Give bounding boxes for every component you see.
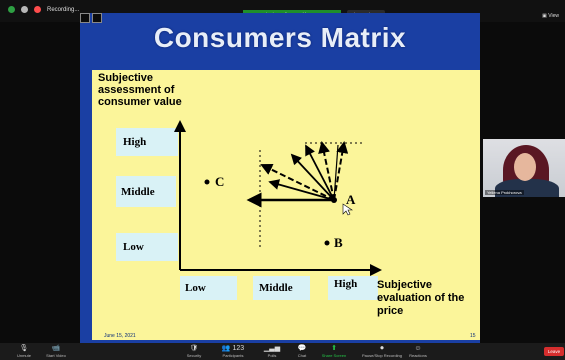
x-level-high: High bbox=[328, 276, 378, 300]
pause-stop-recording-button[interactable]: ⏺ Pause/Stop Recording bbox=[361, 345, 403, 358]
point-c-label: C bbox=[215, 174, 224, 189]
direction-arrows bbox=[246, 141, 349, 208]
share-control-2[interactable] bbox=[92, 13, 102, 23]
mouse-cursor-icon bbox=[342, 203, 353, 216]
microphone-icon: 🎙 bbox=[19, 345, 29, 352]
recording-label: Recording... bbox=[47, 6, 80, 13]
zoom-toolbar: 🎙 Unmute 📹 Start Video 🛡 Security 👥 123 … bbox=[0, 343, 565, 360]
slide-date: June 15, 2021 bbox=[104, 333, 136, 339]
security-icon[interactable] bbox=[8, 6, 15, 13]
polls-button[interactable]: ▁▃▅ Polls bbox=[263, 345, 281, 358]
participants-icon: 👥 123 bbox=[221, 345, 245, 352]
arrow-up-dashed bbox=[318, 141, 335, 201]
participant-body bbox=[495, 179, 559, 197]
reactions-button[interactable]: ☺ Reactions bbox=[409, 345, 427, 358]
arrow-up-thin bbox=[333, 144, 339, 201]
point-c-dot bbox=[204, 179, 210, 185]
shield-icon: 🛡 bbox=[189, 345, 199, 352]
share-screen-button[interactable]: ⬆ Share Screen bbox=[321, 345, 347, 358]
arrow-up-right-dashed bbox=[333, 141, 349, 201]
security-button[interactable]: 🛡 Security bbox=[186, 345, 202, 358]
arrow-up-left bbox=[290, 153, 335, 201]
y-axis-label: Subjective assessment of consumer value bbox=[98, 72, 182, 108]
chat-button[interactable]: 💬 Chat bbox=[297, 345, 307, 358]
participant-video[interactable]: Yeliena Prokhorova bbox=[483, 139, 565, 197]
slide-title: Consumers Matrix bbox=[153, 22, 407, 53]
arrow-left-up-dashed bbox=[260, 163, 335, 201]
participant-face bbox=[514, 153, 536, 181]
top-icons: Recording... bbox=[8, 6, 79, 13]
point-a-label: A bbox=[346, 192, 356, 207]
y-level-middle: Middle bbox=[116, 176, 176, 207]
point-b-label: B bbox=[334, 235, 343, 250]
participant-name: Yeliena Prokhorova bbox=[485, 190, 524, 195]
chat-icon: 💬 bbox=[297, 345, 307, 352]
y-level-high: High bbox=[116, 128, 178, 156]
arrow-left-up-low bbox=[268, 179, 335, 201]
share-screen-icon: ⬆ bbox=[331, 345, 337, 352]
view-button[interactable]: ▣ View bbox=[542, 13, 559, 19]
arrow-up-left-steep bbox=[305, 144, 335, 201]
x-axis-label: Subjective evaluation of the price bbox=[377, 279, 465, 317]
share-controls bbox=[80, 13, 102, 23]
y-level-low: Low bbox=[116, 233, 178, 261]
slide-number: 15 bbox=[470, 333, 476, 339]
share-control-1[interactable] bbox=[80, 13, 90, 23]
point-b-dot bbox=[324, 240, 330, 246]
start-video-button[interactable]: 📹 Start Video bbox=[46, 345, 66, 358]
polls-icon: ▁▃▅ bbox=[263, 345, 281, 352]
reactions-icon: ☺ bbox=[414, 345, 422, 352]
point-a-dot bbox=[331, 197, 337, 203]
participants-button[interactable]: 👥 123 Participants bbox=[221, 345, 245, 358]
info-icon[interactable] bbox=[21, 6, 28, 13]
recording-controls-icon: ⏺ bbox=[380, 345, 384, 352]
recording-icon bbox=[34, 6, 41, 13]
leave-button[interactable]: Leave bbox=[544, 347, 564, 356]
x-level-middle: Middle bbox=[253, 276, 310, 300]
camera-icon: 📹 bbox=[51, 345, 61, 352]
x-level-low: Low bbox=[180, 276, 237, 300]
unmute-button[interactable]: 🎙 Unmute bbox=[16, 345, 31, 358]
